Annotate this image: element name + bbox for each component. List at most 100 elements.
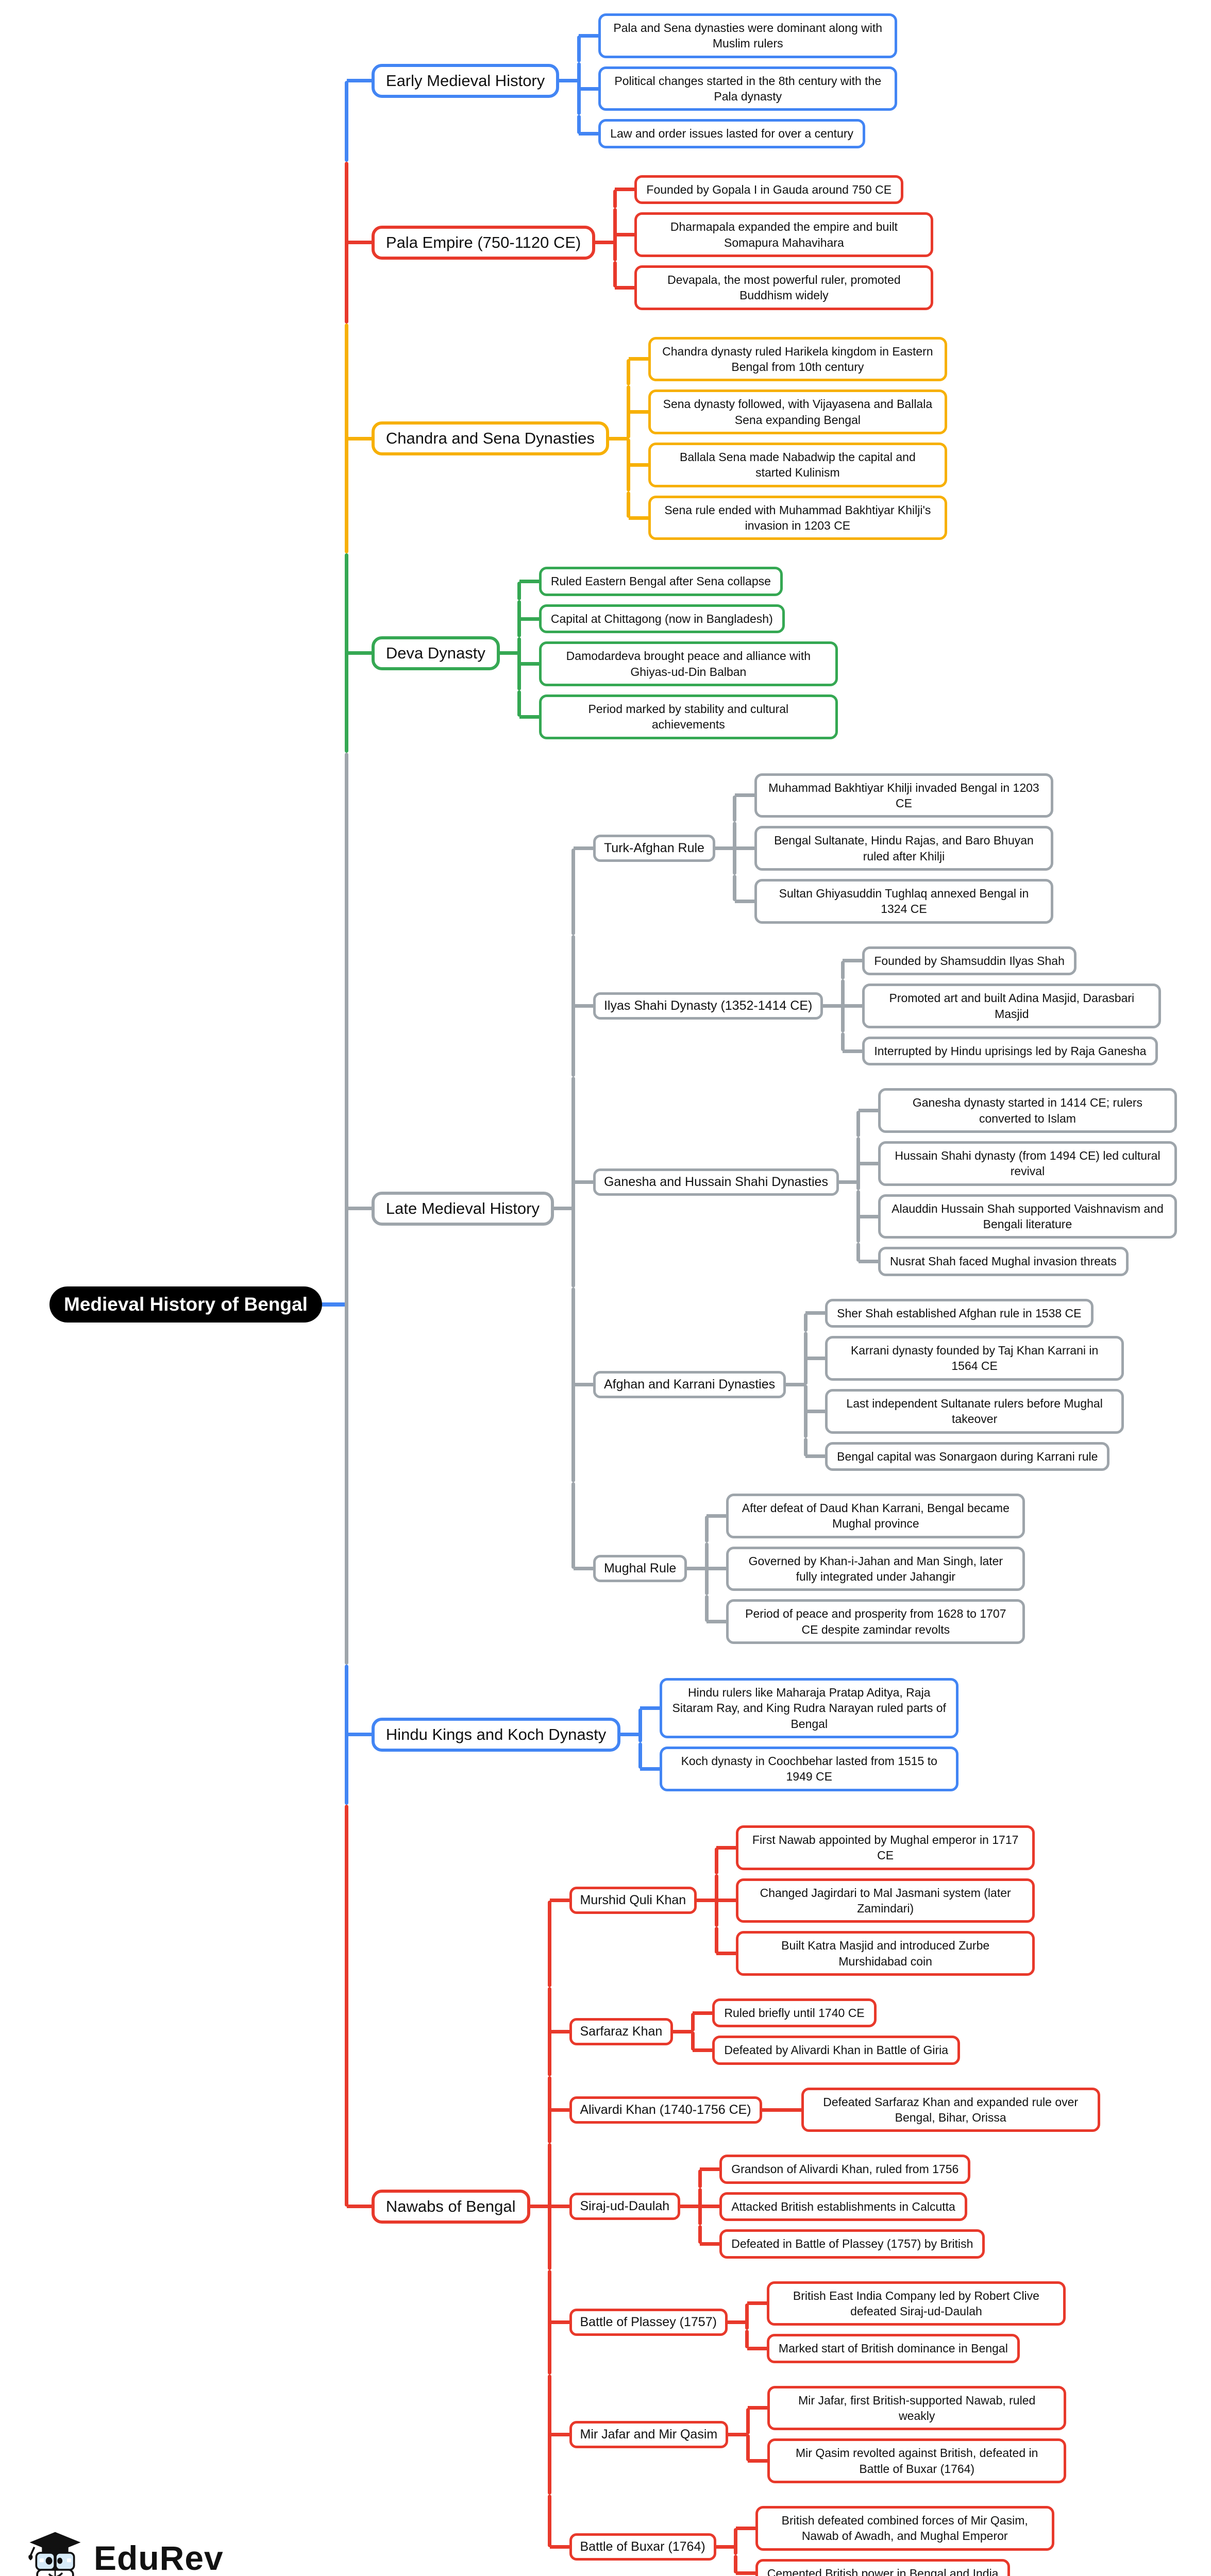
subbranch-group: Alivardi Khan (1740-1756 CE)Defeated Sar… [569, 2083, 1100, 2137]
leaf-node: Hussain Shahi dynasty (from 1494 CE) led… [878, 1141, 1177, 1186]
subbranch-group: Mir Jafar and Mir Qasim Mir Jafar, first … [569, 2382, 1067, 2487]
tree-row: Defeated Sarfaraz Khan and expanded rule… [781, 2083, 1100, 2137]
connector-stub [715, 846, 735, 851]
tree-row: Political changes started in the 8th cen… [577, 62, 898, 115]
subbranch-group: Battle of Plassey (1757) British East Ind… [569, 2277, 1066, 2367]
leaf-node: Defeated by Alivardi Khan in Battle of G… [712, 2036, 961, 2065]
leaf-node: First Nawab appointed by Mughal emperor … [736, 1825, 1035, 1870]
edurev-mascot-icon [28, 2532, 81, 2576]
branch-label: Chandra and Sena Dynasties [371, 421, 609, 456]
tree-row: Koch dynasty in Coochbehar lasted from 1… [638, 1742, 959, 1795]
tree-row: Attacked British establishments in Calcu… [698, 2188, 985, 2226]
subbranch-label: Mir Jafar and Mir Qasim [569, 2420, 729, 2448]
leaf-node: Alauddin Hussain Shah supported Vaishnav… [878, 1194, 1177, 1239]
child-column: Sher Shah established Afghan rule in 153… [803, 1295, 1124, 1475]
connector-stub [838, 1180, 859, 1184]
tree-row: Ruled briefly until 1740 CE [691, 1994, 960, 2032]
leaf-node: Karrani dynasty founded by Taj Khan Karr… [825, 1336, 1124, 1381]
leaf-node: Muhammad Bakhtiyar Khilji invaded Bengal… [754, 773, 1053, 818]
leaf-node: Devapala, the most powerful ruler, promo… [634, 265, 934, 310]
tree-row: Defeated in Battle of Plassey (1757) by … [698, 2225, 985, 2262]
tree-row: Ruled Eastern Bengal after Sena collapse [517, 563, 838, 601]
tree-row: Period marked by stability and cultural … [517, 690, 838, 743]
connector-stub [786, 1383, 806, 1387]
tree-row: Governed by Khan-i-Jahan and Man Singh, … [704, 1542, 1025, 1596]
subbranch-label: Ganesha and Hussain Shahi Dynasties [593, 1168, 839, 1196]
leaf-node: Bengal capital was Sonargaon during Karr… [825, 1442, 1110, 1471]
tree-row: Changed Jagirdari to Mal Jasmani system … [714, 1874, 1035, 1927]
leaf-node: Founded by Shamsuddin Ilyas Shah [862, 946, 1077, 976]
tree-row: Law and order issues lasted for over a c… [577, 115, 897, 152]
child-column: Chandra dynasty ruled Harikela kingdom i… [627, 333, 947, 545]
tree-row: Alauddin Hussain Shah supported Vaishnav… [856, 1190, 1177, 1243]
tree-row: Bengal capital was Sonargaon during Karr… [803, 1437, 1124, 1475]
leaf-node: Bengal Sultanate, Hindu Rajas, and Baro … [754, 826, 1053, 871]
tree-row: Defeated by Alivardi Khan in Battle of G… [691, 2031, 961, 2069]
edurev-logo: EduRev [27, 2529, 224, 2576]
tree-row: Battle of Plassey (1757) British East Ind… [547, 2269, 1100, 2375]
leaf-node: Pala and Sena dynasties were dominant al… [598, 13, 898, 58]
leaf-node: Law and order issues lasted for over a c… [598, 119, 866, 148]
subbranch-group: Battle of Buxar (1764) British defeated c… [569, 2502, 1054, 2576]
branch-group: Pala Empire (750-1120 CE)Founded by Gopa… [371, 171, 934, 314]
connector-stub [595, 241, 615, 245]
tree-row: Marked start of British dominance in Ben… [745, 2330, 1066, 2367]
leaf-node: Mir Qasim revolted against British, defe… [767, 2438, 1067, 2484]
leaf-node: Capital at Chittagong (now in Bangladesh… [539, 604, 785, 634]
connector-stub [553, 1207, 574, 1211]
subbranch-label: Ilyas Shahi Dynasty (1352-1414 CE) [593, 992, 823, 1020]
child-column: British East India Company led by Robert… [745, 2277, 1066, 2367]
tree-row: Cemented British power in Bengal and Ind… [734, 2554, 1054, 2576]
branch-label: Hindu Kings and Koch Dynasty [371, 1717, 621, 1752]
leaf-node: Promoted art and built Adina Masjid, Dar… [862, 984, 1162, 1028]
leaf-node: Attacked British establishments in Calcu… [719, 2192, 967, 2222]
edurev-brand-text: EduRev [94, 2539, 224, 2576]
child-column: Ruled briefly until 1740 CE Defeated by A… [691, 1994, 961, 2069]
leaf-node: After defeat of Daud Khan Karrani, Benga… [726, 1493, 1025, 1538]
tree-row: Pala and Sena dynasties were dominant al… [577, 9, 898, 62]
tree-row: Grandson of Alivardi Khan, ruled from 17… [698, 2150, 985, 2189]
tree-row: Last independent Sultanate rulers before… [803, 1384, 1124, 1438]
leaf-node: Dharmapala expanded the empire and built… [634, 212, 934, 257]
tree-row: Sena dynasty followed, with Vijayasena a… [627, 385, 947, 438]
leaf-node: Ballala Sena made Nabadwip the capital a… [648, 443, 947, 487]
branch-label: Late Medieval History [371, 1191, 554, 1226]
leaf-node: Sena rule ended with Muhammad Bakhtiyar … [648, 495, 947, 540]
child-column: First Nawab appointed by Mughal emperor … [714, 1821, 1035, 1980]
leaf-node: Sultan Ghiyasuddin Tughlaq annexed Benga… [754, 879, 1053, 924]
subbranch-label: Battle of Plassey (1757) [569, 2308, 728, 2336]
child-column: British defeated combined forces of Mir … [734, 2502, 1054, 2576]
tree-row: Mir Jafar, first British-supported Nawab… [746, 2382, 1067, 2435]
tree-row: Ganesha dynasty started in 1414 CE; rule… [856, 1084, 1177, 1137]
leaf-node: Mir Jafar, first British-supported Nawab… [767, 2385, 1067, 2431]
connector-stub [530, 2205, 550, 2209]
subbranch-group: Ilyas Shahi Dynasty (1352-1414 CE) Founde… [593, 942, 1162, 1070]
leaf-node: Founded by Gopala I in Gauda around 750 … [634, 175, 904, 205]
subbranch-label: Battle of Buxar (1764) [569, 2533, 716, 2561]
tree-row: Ilyas Shahi Dynasty (1352-1414 CE) Founde… [571, 935, 1177, 1077]
tree-row: Dharmapala expanded the empire and built… [613, 208, 934, 261]
tree-row: Nusrat Shah faced Mughal invasion threat… [856, 1243, 1177, 1280]
leaf-node: British East India Company led by Robert… [766, 2281, 1066, 2326]
connector-stub [716, 2545, 736, 2549]
leaf-node: Cemented British power in Bengal and Ind… [755, 2558, 1011, 2576]
connector-stub [762, 2108, 782, 2112]
connector-stub [728, 2432, 748, 2436]
child-column: Mir Jafar, first British-supported Nawab… [746, 2382, 1067, 2487]
connector-stub [727, 2320, 747, 2324]
